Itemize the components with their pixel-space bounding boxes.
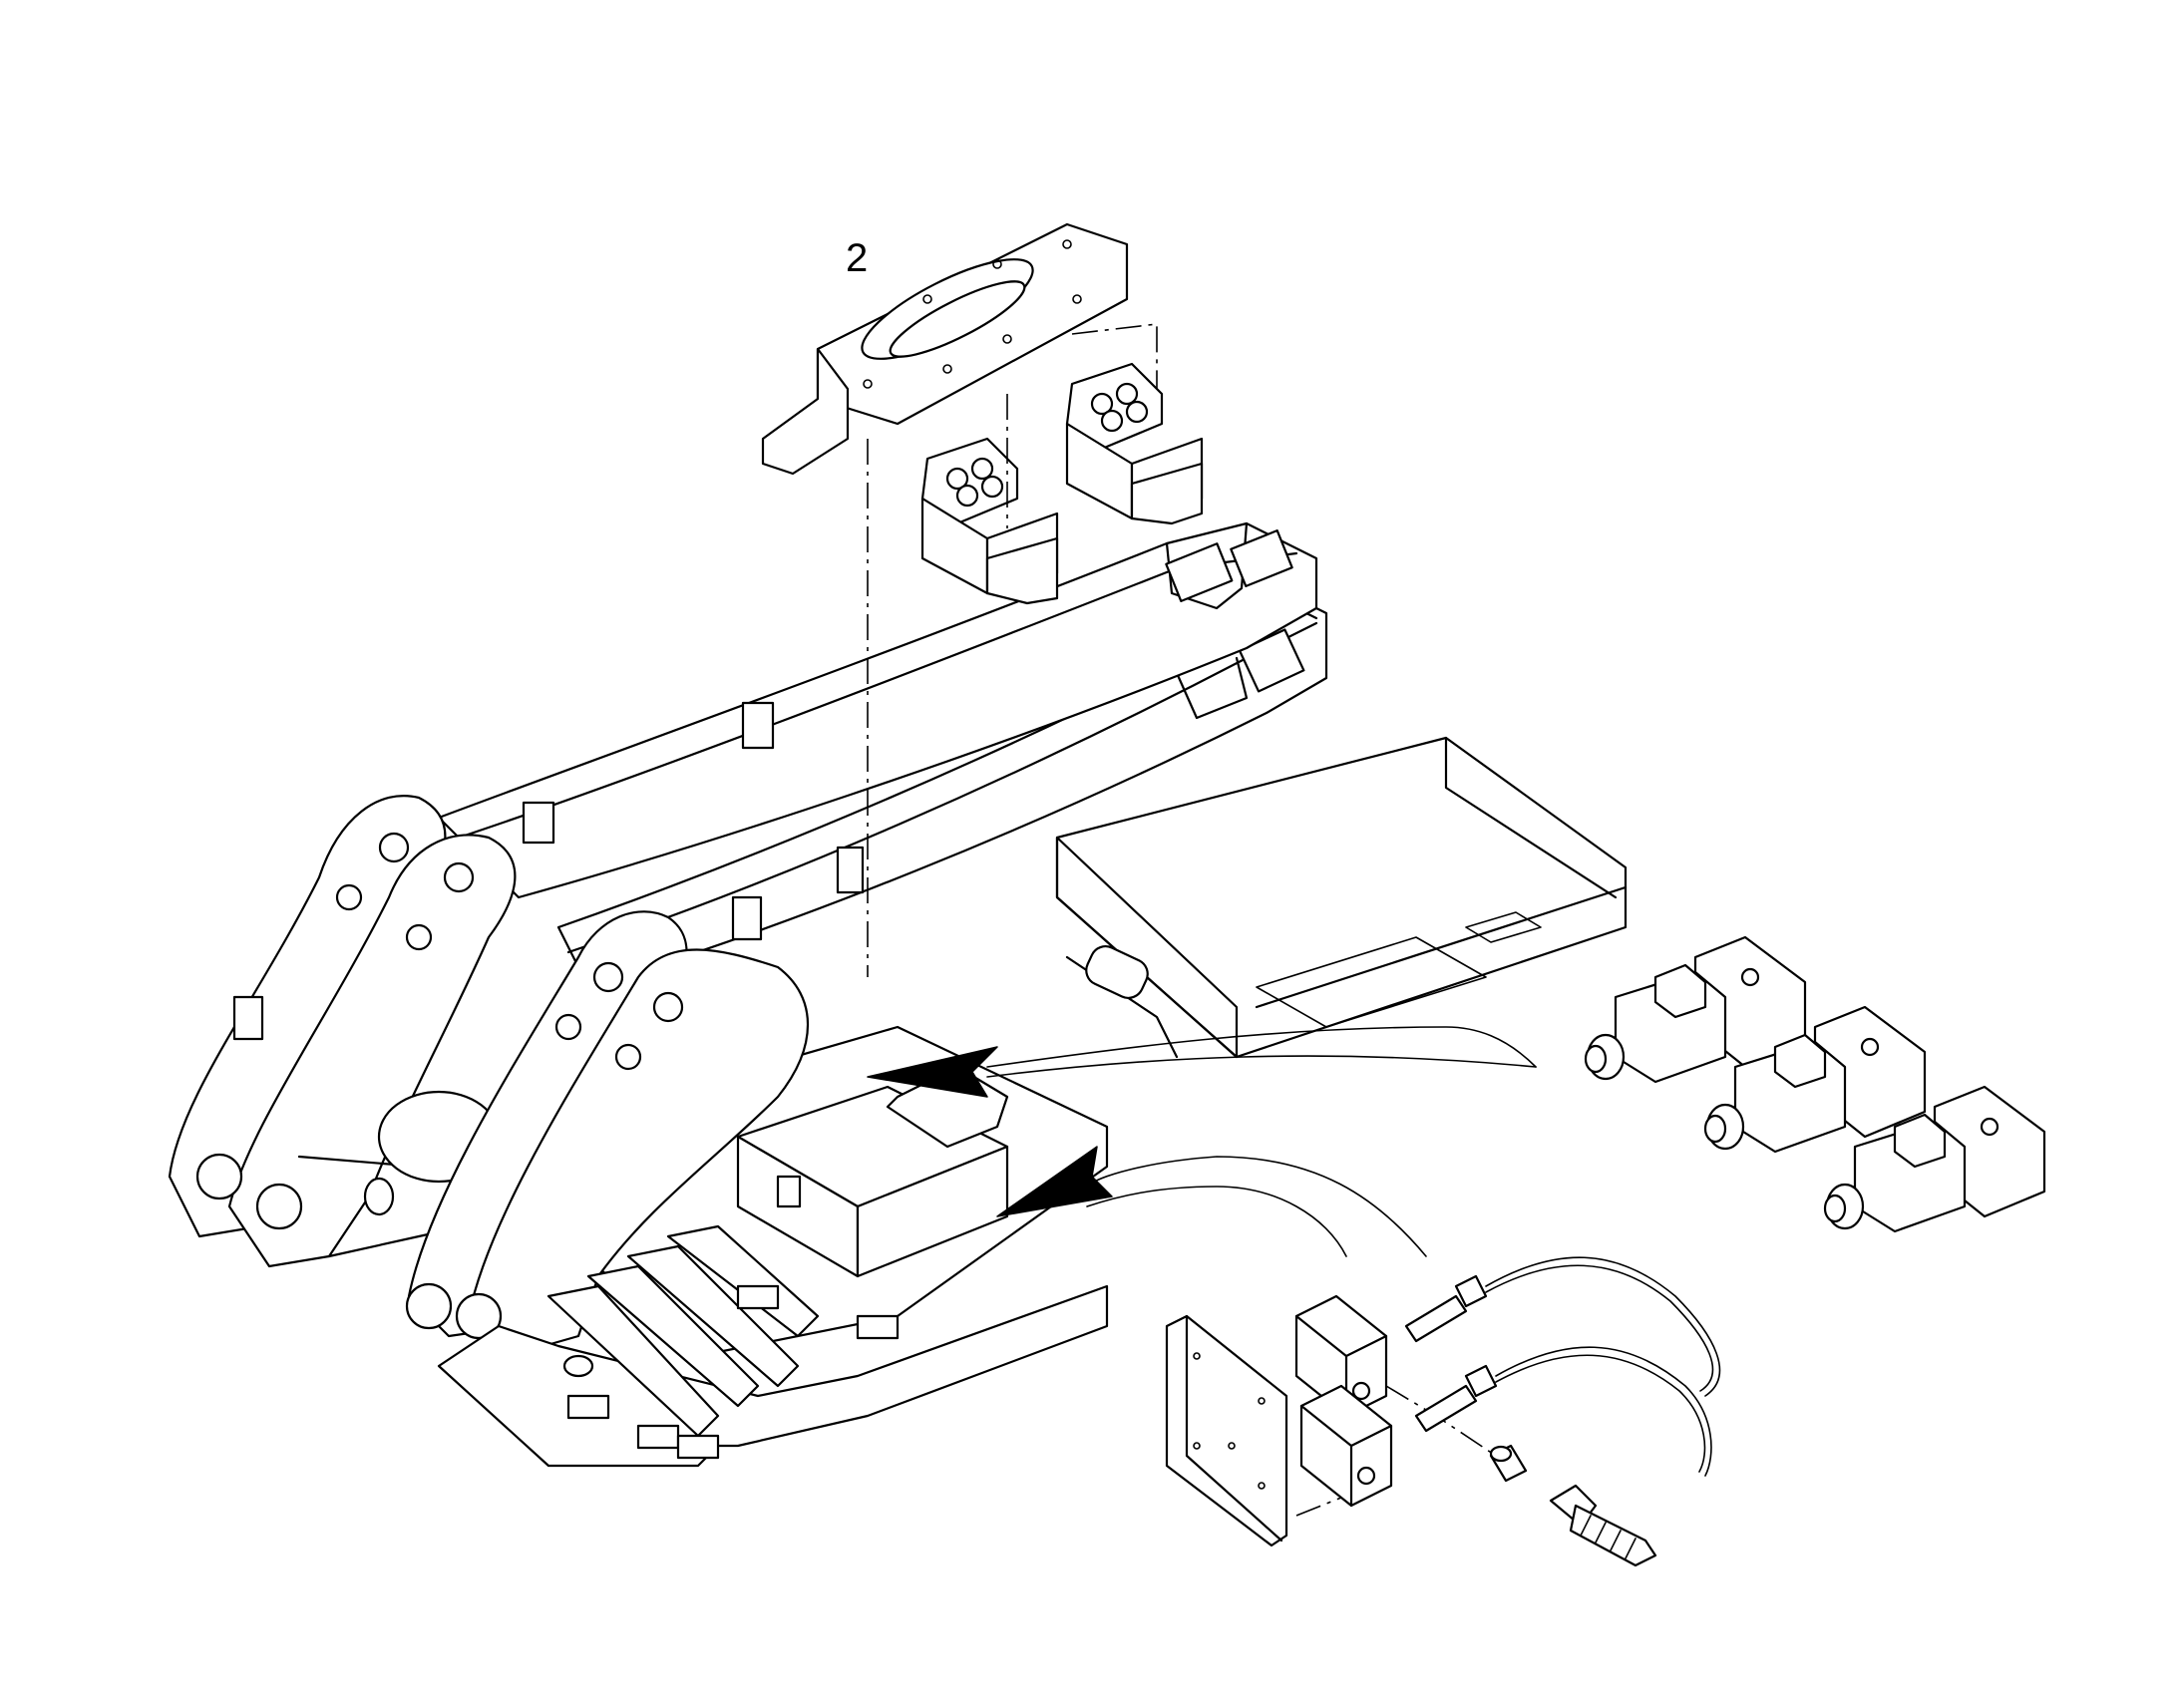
sensor-plate — [1165, 1314, 1288, 1547]
base-plate — [437, 1224, 1109, 1468]
valve-block-left — [920, 437, 1059, 605]
proximity-sensor-2 — [1414, 1346, 1712, 1477]
center-box — [736, 1065, 1009, 1278]
frame-assembly — [168, 521, 1628, 1468]
fitting-screw — [1549, 1484, 1657, 1567]
callout-2: 2 — [846, 236, 868, 280]
callout-arrows — [867, 1026, 1537, 1257]
callout-label: 2 — [846, 236, 868, 280]
solenoid-valve-3 — [1823, 1085, 2046, 1233]
rear-tray — [1055, 736, 1628, 1059]
rail-posts — [232, 701, 865, 1041]
solenoid-valve-2 — [1703, 1005, 1927, 1154]
front-right-towers — [405, 910, 809, 1358]
fitting-small — [1489, 1444, 1528, 1483]
mounting-bracket — [761, 222, 1129, 476]
valve-block-right — [1065, 362, 1204, 525]
solenoid-valve-1 — [1584, 935, 1807, 1084]
sensor-blocks — [1294, 1294, 1393, 1508]
proximity-sensor-1 — [1404, 1256, 1721, 1397]
